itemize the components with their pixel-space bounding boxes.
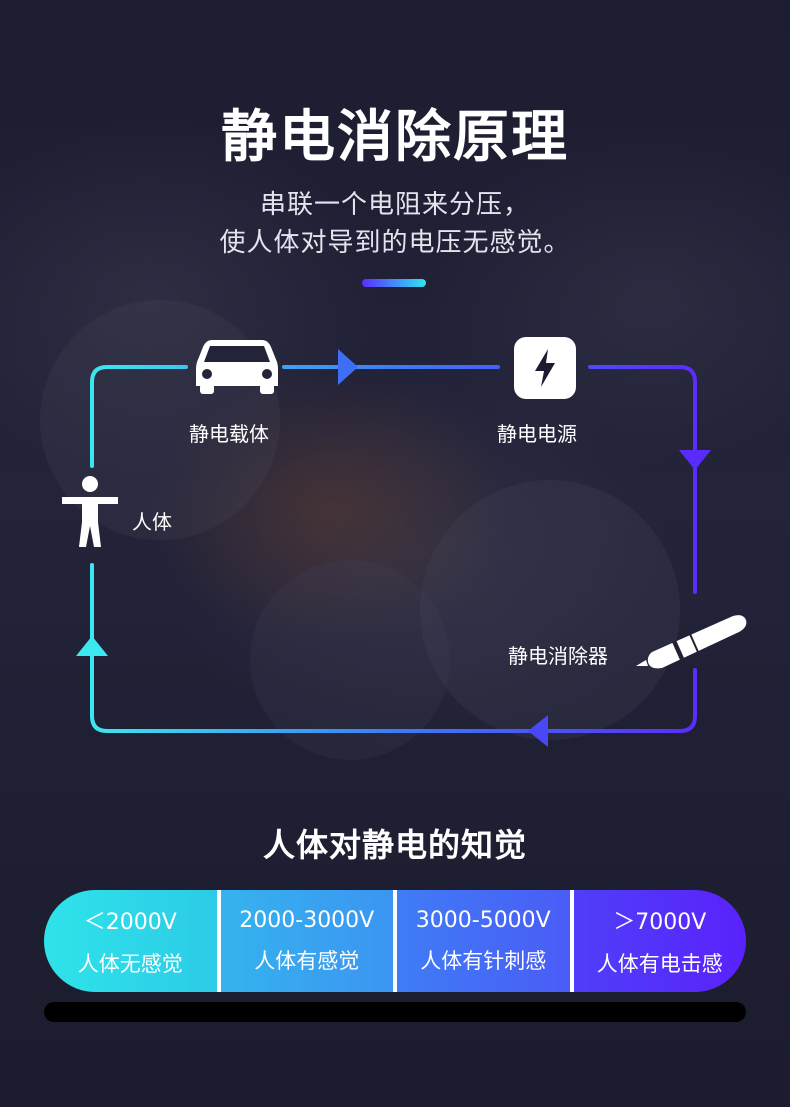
perception-voltage: 2000-3000V xyxy=(239,907,375,933)
lightning-bolt-icon xyxy=(535,349,555,387)
human-figure-icon xyxy=(62,476,118,547)
power-source-icon-box xyxy=(514,337,576,399)
perception-scale: ＜2000V 人体无感觉 2000-3000V 人体有感觉 3000-5000V… xyxy=(44,890,746,992)
pen-eliminator-icon xyxy=(636,615,747,669)
perception-description: 人体有电击感 xyxy=(596,952,723,976)
perception-level: ＜2000V 人体无感觉 xyxy=(44,890,221,992)
perception-title: 人体对静电的知觉 xyxy=(262,826,527,864)
perception-level: ＞7000V 人体有电击感 xyxy=(573,890,746,992)
page-title: 静电消除原理 xyxy=(221,105,569,170)
perception-description: 人体有针刺感 xyxy=(420,948,547,973)
perception-voltage: ＞7000V xyxy=(613,910,707,935)
perception-description: 人体无感觉 xyxy=(77,952,183,976)
perception-level: 3000-5000V 人体有针刺感 xyxy=(397,890,574,992)
scale-shadow-bar xyxy=(44,1002,746,1022)
label-static-source: 静电电源 xyxy=(497,422,577,446)
background-engine-shape xyxy=(420,480,680,740)
label-static-carrier: 静电载体 xyxy=(189,422,269,446)
perception-voltage: ＜2000V xyxy=(83,910,177,935)
loop-segment-bottom-right xyxy=(90,563,697,733)
accent-bar xyxy=(362,279,426,287)
arrow-right xyxy=(338,349,358,385)
label-human-body: 人体 xyxy=(132,510,172,534)
perception-voltage: 3000-5000V xyxy=(415,907,551,933)
subtitle-line-1: 串联一个电阻来分压， xyxy=(259,190,530,220)
subtitle-line-2: 使人体对导到的电压无感觉。 xyxy=(219,228,571,258)
loop-segment-left-top xyxy=(90,365,188,468)
car-icon xyxy=(196,340,278,394)
background-engine-shape xyxy=(250,560,450,760)
perception-description: 人体有感觉 xyxy=(254,948,360,973)
perception-level: 2000-3000V 人体有感觉 xyxy=(220,890,397,992)
arrow-left xyxy=(528,715,548,747)
loop-segment-top-right xyxy=(588,365,697,594)
arrow-up xyxy=(76,636,108,656)
arrow-down xyxy=(679,450,711,470)
label-static-eliminator: 静电消除器 xyxy=(508,644,608,668)
